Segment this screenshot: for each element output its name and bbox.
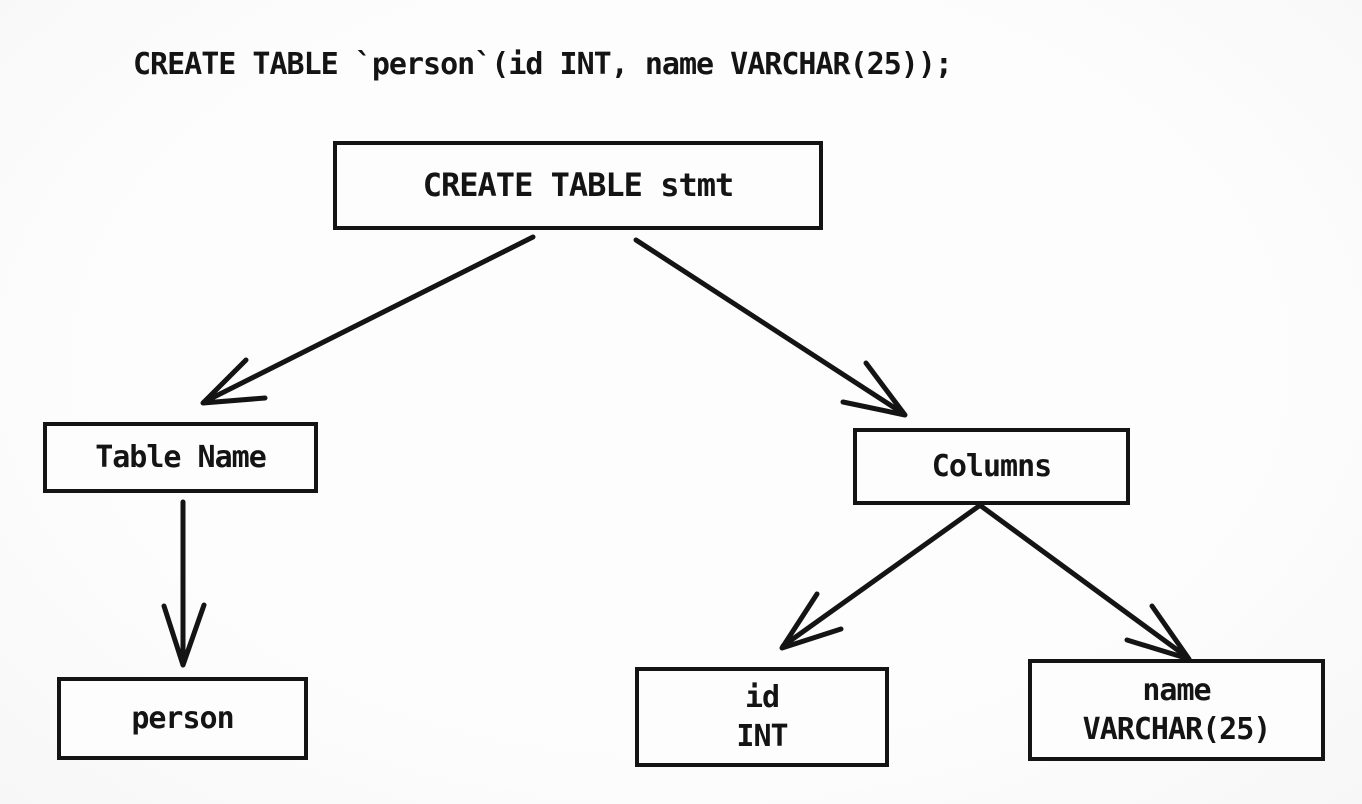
edge-stmt-to-columns bbox=[633, 237, 908, 418]
node-column-name: name VARCHAR(25) bbox=[1028, 659, 1325, 761]
node-person: person bbox=[57, 677, 308, 760]
sql-statement-text: CREATE TABLE `person`(id INT, name VARCH… bbox=[133, 47, 953, 82]
edge-columns-to-column-id bbox=[779, 503, 982, 651]
edge-table-name-to-person bbox=[161, 499, 207, 668]
node-column-id-type: INT bbox=[736, 719, 788, 754]
node-columns: Columns bbox=[853, 428, 1130, 505]
edge-stmt-to-table-name bbox=[200, 234, 536, 406]
node-column-id-name: id bbox=[744, 680, 780, 715]
node-create-table-stmt: CREATE TABLE stmt bbox=[333, 141, 823, 230]
edge-columns-to-column-name bbox=[978, 503, 1192, 662]
node-column-id: id INT bbox=[635, 667, 889, 767]
node-column-name-name: name bbox=[1142, 673, 1211, 708]
node-column-name-type: VARCHAR(25) bbox=[1082, 712, 1272, 747]
node-table-name: Table Name bbox=[43, 422, 318, 493]
